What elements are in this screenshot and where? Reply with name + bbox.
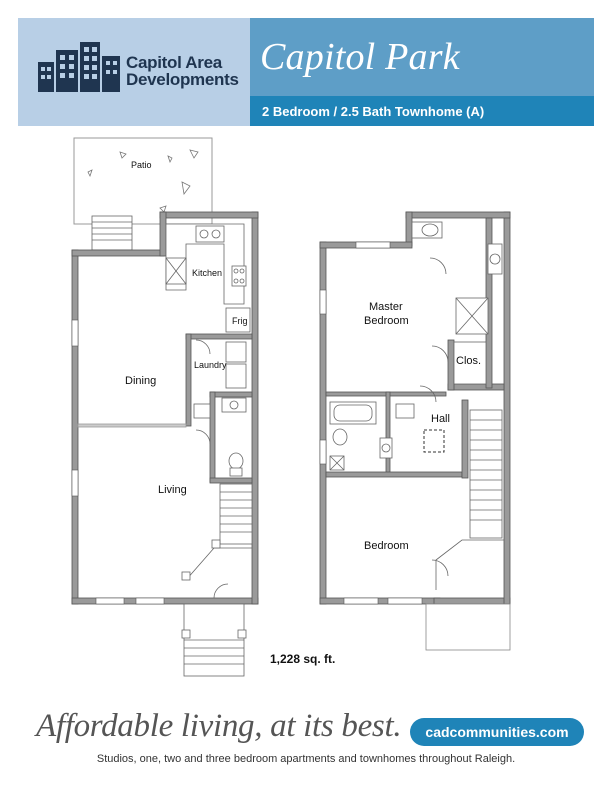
half-bath [193, 397, 247, 477]
closet-label: Clos. [456, 355, 481, 367]
second-floor-stairs [431, 409, 504, 590]
master-bedroom-label-line2: Bedroom [364, 315, 409, 327]
first-floor-stairs [181, 483, 253, 599]
living-label: Living [158, 484, 187, 496]
hall-label: Hall [431, 413, 450, 425]
frig-label: Frig [232, 316, 248, 326]
second-floor-walls [319, 211, 511, 605]
patio-steps [91, 215, 133, 251]
tagline: Affordable living, at its best. [36, 708, 402, 744]
master-closet [431, 341, 487, 385]
second-floor-windows [319, 241, 423, 605]
laundry-label: Laundry [194, 360, 227, 370]
balcony [425, 603, 511, 651]
attic-access [423, 429, 445, 453]
company-name-line1: Capitol Area [126, 53, 222, 72]
patio-label: Patio [131, 160, 152, 170]
kitchen-counter [165, 223, 251, 333]
square-footage: 1,228 sq. ft. [270, 652, 336, 666]
floor-plan: Patio Kitchen Fri [71, 137, 511, 677]
footer-note: Studios, one, two and three bedroom apar… [96, 753, 516, 765]
subtitle-banner: 2 Bedroom / 2.5 Bath Townhome (A) [250, 96, 594, 126]
title-banner: Capitol Park [250, 18, 594, 96]
buildings-logo-icon [38, 42, 120, 92]
page-header: Capitol Area Developments Capitol Park 2… [18, 18, 594, 126]
kitchen-label: Kitchen [192, 268, 222, 278]
website-link[interactable]: cadcommunities.com [410, 718, 584, 746]
company-name: Capitol Area Developments [126, 54, 239, 88]
company-name-line2: Developments [126, 70, 239, 89]
laundry-appliances [195, 339, 247, 389]
hall-bath [329, 385, 437, 471]
first-floor-walls [71, 211, 259, 605]
master-bedroom-label-line1: Master [369, 301, 403, 313]
property-title: Capitol Park [260, 36, 460, 78]
bedroom-label: Bedroom [364, 540, 409, 552]
dining-label: Dining [125, 375, 156, 387]
front-steps [181, 603, 247, 677]
first-floor-windows [71, 319, 165, 605]
patio-area [73, 137, 213, 225]
company-logo: Capitol Area Developments [18, 18, 250, 126]
unit-type: 2 Bedroom / 2.5 Bath Townhome (A) [262, 103, 485, 119]
master-bath [411, 221, 503, 335]
title-block: Capitol Park 2 Bedroom / 2.5 Bath Townho… [250, 18, 594, 126]
